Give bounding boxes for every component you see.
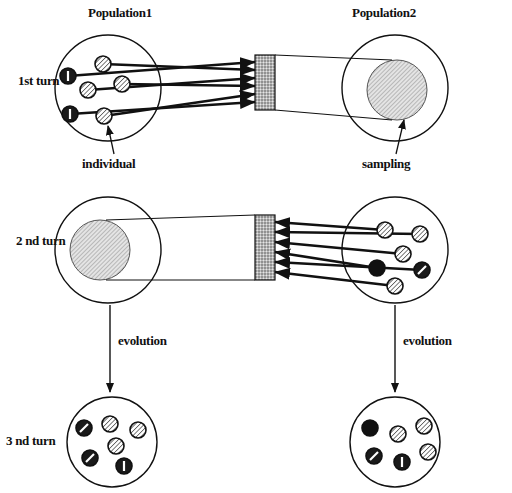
individual-dot — [62, 106, 78, 122]
individual-dot — [82, 450, 98, 466]
match-arrow — [275, 262, 422, 270]
population-circle — [67, 397, 157, 487]
individual-dot — [395, 246, 411, 262]
individual-dot — [80, 82, 96, 98]
match-arrow — [104, 94, 255, 116]
sampling-circle — [70, 220, 130, 280]
callout-arrow — [396, 120, 404, 154]
callout-label: individual — [82, 157, 135, 171]
individual-dot — [387, 278, 403, 294]
match-arrow — [275, 232, 420, 234]
match-arrow — [103, 64, 255, 70]
population-circle — [55, 197, 161, 303]
process-label: evolution — [403, 334, 452, 348]
callout-arrow — [108, 126, 114, 154]
match-arrow — [275, 222, 385, 230]
individual-dot — [60, 68, 76, 84]
population-circle — [350, 397, 440, 487]
match-arrow — [275, 242, 403, 254]
individual-group — [76, 416, 436, 474]
individual-dot — [412, 226, 428, 242]
evolution-arrow — [109, 305, 110, 392]
turn-label: 1st turn — [18, 74, 59, 88]
individual-dot — [366, 448, 382, 464]
funnel-line — [106, 215, 255, 220]
individual-dot — [362, 420, 378, 436]
individual-dot — [130, 422, 146, 438]
individual-dot — [369, 260, 385, 276]
match-arrow — [122, 84, 255, 86]
turn-label: 3 nd turn — [6, 434, 55, 448]
individual-dot — [416, 418, 432, 434]
individual-dot — [390, 426, 406, 442]
individual-dot — [394, 454, 410, 470]
individual-dot — [76, 420, 92, 436]
individual-dot — [108, 438, 124, 454]
population-circle — [342, 35, 448, 141]
match-arrow — [88, 78, 255, 90]
individual-dot — [102, 416, 118, 432]
individual-dot — [114, 76, 130, 92]
individual-dot — [95, 56, 111, 72]
population-heading: Population1 — [88, 6, 152, 20]
funnel-line — [275, 55, 392, 60]
population-heading: Population2 — [352, 6, 416, 20]
evaluation-bar — [255, 215, 275, 280]
individual-dot — [377, 222, 393, 238]
individual-dot — [414, 262, 430, 278]
individual-dot — [96, 108, 112, 124]
funnel-line — [275, 110, 392, 120]
sampling-circle — [367, 60, 427, 120]
evolution-arrow — [394, 305, 395, 392]
individual-group — [60, 56, 130, 124]
evaluation-bar — [255, 55, 275, 110]
individual-dot — [116, 458, 132, 474]
turn-label: 2 nd turn — [16, 234, 65, 248]
process-label: evolution — [118, 334, 167, 348]
callout-label: sampling — [362, 157, 410, 171]
individual-group — [369, 222, 430, 294]
funnel-line — [106, 279, 255, 280]
individual-dot — [420, 444, 436, 460]
